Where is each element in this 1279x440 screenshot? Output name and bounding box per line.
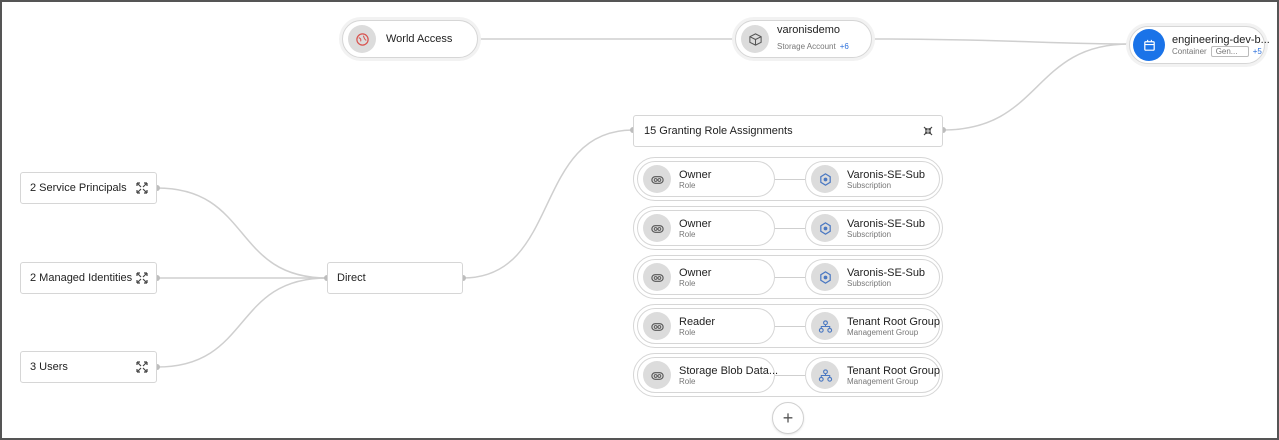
scope-name: Varonis-SE-Sub bbox=[847, 266, 926, 279]
container-icon bbox=[1133, 29, 1165, 61]
role-icon bbox=[643, 263, 671, 291]
source-users[interactable]: 3 Users bbox=[20, 351, 157, 383]
expand-icon[interactable] bbox=[136, 272, 148, 284]
subscription-icon bbox=[811, 263, 839, 291]
granting-title: 15 Granting Role Assignments bbox=[644, 125, 793, 137]
source-managed-identities[interactable]: 2 Managed Identities bbox=[20, 262, 157, 294]
scope-type: Management Group bbox=[847, 327, 919, 337]
role-assignment-row[interactable]: Storage Blob Data...Role Tenant Root Grou… bbox=[633, 353, 943, 397]
subscription-icon bbox=[811, 165, 839, 193]
role-type: Role bbox=[679, 376, 696, 386]
role-name: Reader bbox=[679, 315, 716, 328]
role-type: Role bbox=[679, 229, 696, 239]
granting-role-assignments-node[interactable]: 15 Granting Role Assignments bbox=[633, 115, 943, 147]
world-access-node[interactable]: World Access bbox=[342, 20, 478, 58]
role-connector bbox=[775, 228, 805, 229]
add-button[interactable]: + bbox=[772, 402, 804, 434]
scope-type: Management Group bbox=[847, 376, 919, 386]
scope-name: Tenant Root Group bbox=[847, 364, 940, 377]
world-access-title: World Access bbox=[386, 33, 453, 45]
role-pill[interactable]: Storage Blob Data...Role bbox=[637, 357, 779, 393]
role-icon bbox=[643, 312, 671, 340]
cube-icon bbox=[741, 25, 769, 53]
management-group-icon bbox=[811, 361, 839, 389]
scope-type: Subscription bbox=[847, 180, 892, 190]
container-title: engineering-dev-b... bbox=[1172, 33, 1270, 46]
role-icon bbox=[643, 165, 671, 193]
role-connector bbox=[775, 179, 805, 180]
globe-icon bbox=[348, 25, 376, 53]
source-label: 2 Managed Identities bbox=[30, 272, 133, 284]
role-name: Storage Blob Data... bbox=[679, 364, 779, 377]
role-name: Owner bbox=[679, 266, 712, 279]
role-name: Owner bbox=[679, 217, 712, 230]
container-tag[interactable]: Gen... bbox=[1210, 45, 1249, 57]
role-name: Owner bbox=[679, 168, 712, 181]
scope-name: Varonis-SE-Sub bbox=[847, 168, 926, 181]
management-group-icon bbox=[811, 312, 839, 340]
container-more-link[interactable]: +5 bbox=[1252, 46, 1262, 56]
direct-label: Direct bbox=[337, 272, 366, 284]
role-connector bbox=[775, 375, 805, 376]
expand-icon[interactable] bbox=[136, 361, 148, 373]
role-icon bbox=[643, 361, 671, 389]
role-type: Role bbox=[679, 327, 696, 337]
role-connector bbox=[775, 326, 805, 327]
source-label: 2 Service Principals bbox=[30, 182, 127, 194]
storage-more-link[interactable]: +6 bbox=[839, 42, 849, 51]
role-type: Role bbox=[679, 278, 696, 288]
container-type: Container bbox=[1172, 46, 1207, 56]
storage-account-node[interactable]: varonisdemo Storage Account+6 bbox=[735, 20, 872, 58]
role-type: Role bbox=[679, 180, 696, 190]
role-icon bbox=[643, 214, 671, 242]
storage-account-title: varonisdemo bbox=[777, 24, 840, 36]
direct-node[interactable]: Direct bbox=[327, 262, 463, 294]
container-node[interactable]: engineering-dev-b... Container Gen... +5 bbox=[1129, 26, 1270, 64]
storage-account-type: Storage Account bbox=[777, 42, 836, 51]
role-connector bbox=[775, 277, 805, 278]
subscription-icon bbox=[811, 214, 839, 242]
expand-icon[interactable] bbox=[136, 182, 148, 194]
source-service-principals[interactable]: 2 Service Principals bbox=[20, 172, 157, 204]
scope-name: Tenant Root Group bbox=[847, 315, 940, 328]
scope-type: Subscription bbox=[847, 278, 892, 288]
collapse-icon[interactable] bbox=[922, 125, 934, 137]
scope-type: Subscription bbox=[847, 229, 892, 239]
source-label: 3 Users bbox=[30, 361, 68, 373]
scope-name: Varonis-SE-Sub bbox=[847, 217, 926, 230]
